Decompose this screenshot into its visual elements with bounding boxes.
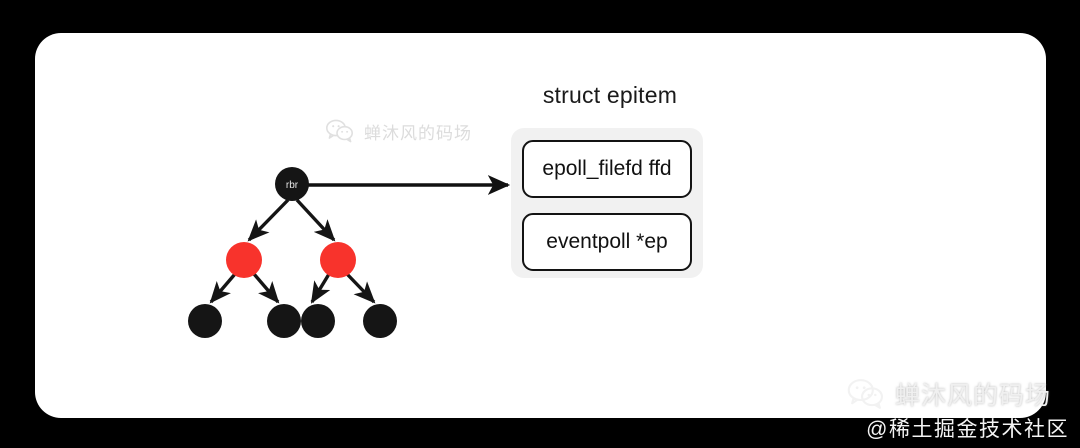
edge-root-to-right	[295, 198, 336, 242]
struct-field-group: epoll_filefd ffd eventpoll *ep	[511, 128, 703, 278]
edge-root-to-left	[247, 198, 290, 242]
struct-field-epoll-filefd[interactable]: epoll_filefd ffd	[522, 140, 692, 198]
edge-left-to-leaf1	[209, 272, 237, 304]
edge-right-to-leaf4	[345, 272, 376, 304]
tree-edges	[209, 198, 376, 304]
tree-node-red-right	[320, 242, 356, 278]
edge-right-to-leaf3	[310, 273, 331, 304]
tree-node-leaf-4	[363, 304, 397, 338]
tree-node-leaf-3	[301, 304, 335, 338]
edge-left-to-leaf2	[252, 272, 280, 304]
struct-field-eventpoll-ep[interactable]: eventpoll *ep	[522, 213, 692, 271]
tree-node-leaf-2	[267, 304, 301, 338]
tree-node-root-label: rbr	[286, 180, 299, 191]
page-title: struct epitem	[542, 82, 678, 108]
tree-node-leaf-1	[188, 304, 222, 338]
tree-node-root	[275, 167, 309, 201]
tree-node-red-left	[226, 242, 262, 278]
